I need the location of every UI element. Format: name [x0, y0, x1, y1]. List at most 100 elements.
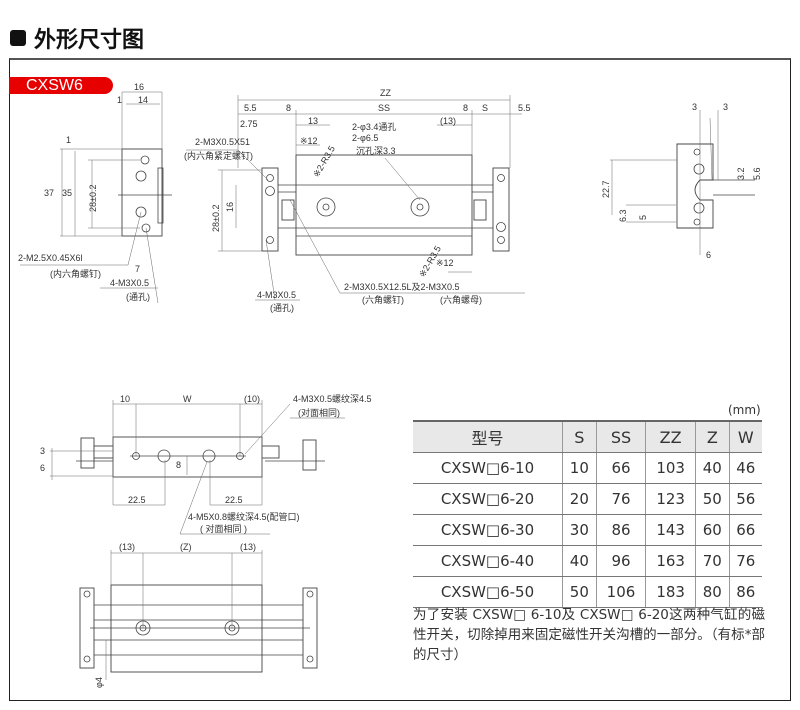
svg-text:28±0.2: 28±0.2	[211, 205, 221, 232]
footnote: 为了安装 CXSW□ 6-10及 CXSW□ 6-20这两种气缸的磁性开关，切除…	[413, 607, 765, 663]
table-cell: 103	[645, 452, 696, 484]
svg-text:2-φ3.4通孔: 2-φ3.4通孔	[352, 122, 396, 132]
svg-text:1: 1	[66, 135, 71, 145]
svg-text:(通孔): (通孔)	[126, 292, 150, 302]
table-cell: 56	[728, 483, 762, 515]
svg-text:22.5: 22.5	[225, 495, 243, 505]
svg-text:4-M3X0.5: 4-M3X0.5	[257, 290, 296, 300]
table-cell: 123	[645, 483, 696, 515]
svg-text:8: 8	[286, 103, 291, 113]
table-cell: 50	[562, 576, 597, 608]
svg-text:2-φ6.5: 2-φ6.5	[352, 133, 378, 143]
col-z: Z	[694, 421, 730, 453]
table-cell: CXSW□6-10	[413, 452, 563, 484]
col-w: W	[728, 421, 762, 453]
svg-text:( 对面相同 ): ( 对面相同 )	[200, 523, 247, 534]
svg-text:3.2: 3.2	[736, 167, 746, 180]
table-cell: 50	[694, 483, 730, 515]
table-cell: 183	[645, 576, 696, 608]
table-cell: 86	[595, 514, 646, 546]
table-cell: 76	[595, 483, 646, 515]
svg-text:5.5: 5.5	[244, 103, 257, 113]
table-cell: 66	[595, 452, 646, 484]
svg-text:4-M3X0.5: 4-M3X0.5	[110, 278, 149, 288]
table-cell: 143	[645, 514, 696, 546]
svg-text:5.6: 5.6	[752, 167, 762, 180]
svg-text:2.75: 2.75	[240, 119, 258, 129]
col-model: 型号	[413, 421, 563, 453]
svg-text:φ4: φ4	[94, 677, 104, 688]
svg-text:5: 5	[638, 215, 648, 220]
table-header-row: 型号 S SS ZZ Z W	[413, 421, 762, 453]
svg-text:7: 7	[135, 264, 140, 274]
svg-text:2-M3X0.5X51: 2-M3X0.5X51	[195, 137, 250, 147]
col-ss: SS	[595, 421, 646, 453]
svg-text:(13): (13)	[119, 542, 135, 552]
svg-text:3: 3	[692, 102, 697, 112]
svg-text:S: S	[482, 103, 488, 113]
unit-label: (mm)	[728, 403, 761, 417]
svg-text:28±0.2: 28±0.2	[88, 185, 98, 212]
col-s: S	[562, 421, 597, 453]
table-cell: 106	[595, 576, 646, 608]
section-title: 外形尺寸图	[10, 22, 144, 54]
svg-text:10: 10	[120, 394, 130, 404]
table-cell: 80	[694, 576, 730, 608]
svg-text:(六角螺母): (六角螺母)	[440, 294, 482, 305]
svg-text:(通孔): (通孔)	[270, 303, 294, 313]
svg-text:(Z): (Z)	[180, 542, 192, 552]
svg-text:1: 1	[117, 95, 122, 105]
svg-text:(对面相同): (对面相同)	[298, 407, 340, 418]
svg-text:8: 8	[463, 103, 468, 113]
svg-text:沉孔深3.3: 沉孔深3.3	[356, 146, 396, 156]
svg-text:22.7: 22.7	[601, 180, 611, 198]
svg-text:8: 8	[176, 460, 181, 470]
svg-text:16: 16	[134, 82, 144, 92]
svg-text:(13): (13)	[240, 542, 256, 552]
table-cell: CXSW□6-50	[413, 576, 563, 608]
table-cell: 86	[728, 576, 762, 608]
svg-text:(内六角螺钉): (内六角螺钉)	[50, 268, 101, 279]
table-cell: 30	[562, 514, 597, 546]
svg-text:4-M5X0.8螺纹深4.5(配管口): 4-M5X0.8螺纹深4.5(配管口)	[188, 511, 300, 522]
svg-text:35: 35	[62, 188, 72, 198]
table-cell: CXSW□6-40	[413, 545, 563, 577]
table-cell: 60	[694, 514, 730, 546]
svg-text:3: 3	[723, 102, 728, 112]
svg-text:(13): (13)	[440, 116, 456, 126]
svg-text:※12: ※12	[300, 136, 318, 146]
svg-text:(内六角紧定螺钉): (内六角紧定螺钉)	[184, 150, 253, 161]
svg-text:ZZ: ZZ	[380, 88, 391, 98]
svg-text:13: 13	[308, 116, 318, 126]
table-cell: 163	[645, 545, 696, 577]
table-cell: 10	[562, 452, 597, 484]
table-cell: 66	[728, 514, 762, 546]
svg-text:W: W	[183, 394, 192, 404]
svg-text:6: 6	[40, 463, 45, 473]
svg-text:2-M2.5X0.45X6l: 2-M2.5X0.45X6l	[18, 253, 83, 263]
svg-text:3: 3	[40, 446, 45, 456]
table-cell: CXSW□6-20	[413, 483, 563, 515]
table-cell: 76	[728, 545, 762, 577]
svg-text:6: 6	[706, 250, 711, 260]
svg-text:※12: ※12	[436, 258, 454, 268]
svg-text:(10): (10)	[244, 394, 260, 404]
svg-text:5.5: 5.5	[518, 103, 531, 113]
table-cell: 46	[728, 452, 762, 484]
svg-text:(六角螺钉): (六角螺钉)	[362, 294, 404, 305]
svg-text:14: 14	[138, 95, 148, 105]
model-badge: CXSW6	[9, 77, 113, 94]
table-cell: 20	[562, 483, 597, 515]
table-cell: 96	[595, 545, 646, 577]
svg-text:2-M3X0.5X12.5L及2-M3X0.5: 2-M3X0.5X12.5L及2-M3X0.5	[344, 282, 460, 292]
